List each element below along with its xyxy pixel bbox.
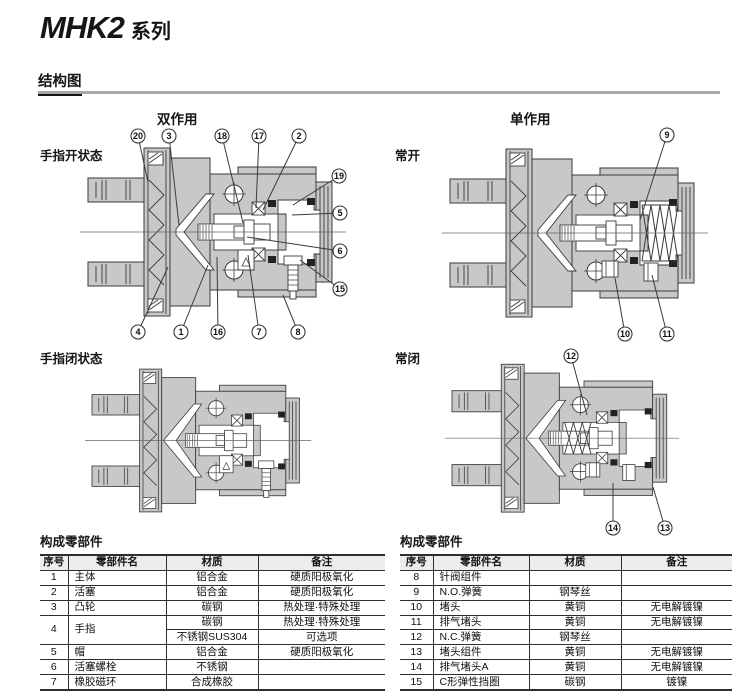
table-row: 3 凸轮 碳钢 热处理·特殊处理 [40,600,385,616]
table-row: 1 主体 铝合金 硬质阳极氧化 [40,570,385,586]
label-fingers-open: 手指开状态 [40,149,103,163]
parts-heading-left: 构成零部件 [40,535,103,549]
structure-diagrams: 20 3 18 17 2 19 5 6 15 4 1 16 7 8 9 10 11 12 14 13 [80,127,708,536]
label-single-acting: 单作用 [510,112,551,127]
gripper-double-acting-closed [85,368,312,513]
callout-number: 19 [334,171,344,181]
col-note: 备注 [620,555,732,571]
callout-number: 11 [662,329,672,339]
callout-number: 3 [166,131,171,141]
col-note: 备注 [257,555,385,571]
callout-number: 2 [296,131,301,141]
callout-balloon: 11 [659,326,675,342]
parts-table-left-block: 构成零部件 序号 零部件名 材质 备注 1 主体 铝合金 硬质阳极氧化 [40,531,385,691]
callout-number: 10 [620,329,630,339]
section-heading: 结构图 [38,70,82,96]
col-no: 序号 [40,555,68,571]
table-row: 13 堵头组件 黄铜 无电解镀镍 [400,644,732,661]
table-row: 10 堵头 黄铜 无电解镀镍 [400,600,732,616]
callout-balloon: 19 [331,168,347,184]
callout-balloon: 2 [291,128,307,144]
table-row: 不锈钢SUS304 可选项 [40,629,385,646]
callout-number: 15 [335,284,345,294]
table-row: 11 排气堵头 黄铜 无电解镀镍 [400,615,732,631]
table-row: 6 活塞螺栓 不锈钢 [40,659,385,676]
callout-number: 14 [608,523,618,533]
table-row: 15 C形弹性挡圈 碳钢 镀镍 [400,674,732,691]
section-heading-rule [38,91,720,94]
callout-number: 4 [135,327,140,337]
callout-balloon: 6 [332,243,348,259]
parts-heading-right: 构成零部件 [400,535,463,549]
callout-balloon: 7 [251,324,267,340]
table-header-row: 序号 零部件名 材质 备注 [40,555,385,571]
callout-balloon: 18 [214,128,230,144]
callout-number: 20 [133,131,143,141]
callout-number: 8 [295,327,300,337]
callout-number: 16 [213,327,223,337]
table-row: 7 橡胶磁环 合成橡胶 [40,674,385,691]
callout-balloon: 3 [161,128,177,144]
callout-number: 17 [254,131,264,141]
callout-balloon: 15 [332,281,348,297]
gripper-single-acting-no [442,148,708,318]
callout-balloon: 4 [130,324,146,340]
col-no: 序号 [400,555,433,571]
callout-balloon: 14 [605,520,621,536]
col-part-name: 零部件名 [67,555,166,571]
callout-balloon: 12 [563,348,579,364]
callout-balloon: 1 [173,324,189,340]
parts-table-left: 序号 零部件名 材质 备注 1 主体 铝合金 硬质阳极氧化 2 活塞 铝合金 硬 [40,554,385,691]
callout-number: 6 [337,246,342,256]
col-part-name: 零部件名 [432,555,529,571]
callout-balloon: 5 [332,205,348,221]
table-header-row: 序号 零部件名 材质 备注 [400,555,732,571]
table-row: 5 帽 铝合金 硬质阳极氧化 [40,644,385,661]
callout-number: 5 [337,208,342,218]
table-row: 4 手指 碳钢 热处理·特殊处理 [40,615,385,646]
callout-number: 18 [217,131,227,141]
callout-balloon: 9 [659,127,675,143]
callout-balloon: 10 [617,326,633,342]
callout-number: 9 [664,130,669,140]
callout-number: 7 [256,327,261,337]
label-normally-open: 常开 [395,149,421,163]
table-row: 12 N.C.弹簧 钢琴丝 [400,629,732,646]
table-row: 9 N.O.弹簧 钢琴丝 [400,585,732,601]
col-material: 材质 [165,555,258,571]
label-fingers-closed: 手指闭状态 [40,352,103,366]
col-material: 材质 [528,555,621,571]
parts-table-right: 序号 零部件名 材质 备注 8 针阀组件 9 N.O.弹簧 钢琴丝 [400,554,732,691]
series-model: MHK2 [40,10,125,45]
callout-number: 1 [178,327,183,337]
callout-balloon: 17 [251,128,267,144]
label-normally-closed: 常闭 [395,352,421,366]
gripper-single-acting-nc [444,363,680,513]
series-suffix: 系列 [130,21,171,43]
callout-balloon: 20 [130,128,146,144]
gripper-double-acting-open [80,147,346,317]
callout-balloon: 16 [210,324,226,340]
table-row: 2 活塞 铝合金 硬质阳极氧化 [40,585,385,601]
callout-number: 12 [566,351,576,361]
table-row: 8 针阀组件 [400,570,732,586]
callout-number: 13 [660,523,670,533]
table-row: 14 排气堵头A 黄铜 无电解镀镍 [400,659,732,676]
parts-table-right-block: 构成零部件 序号 零部件名 材质 备注 8 针阀组件 9 [400,531,732,691]
callout-balloon: 13 [657,520,673,536]
label-double-acting: 双作用 [157,112,198,127]
callout-balloon: 8 [290,324,306,340]
